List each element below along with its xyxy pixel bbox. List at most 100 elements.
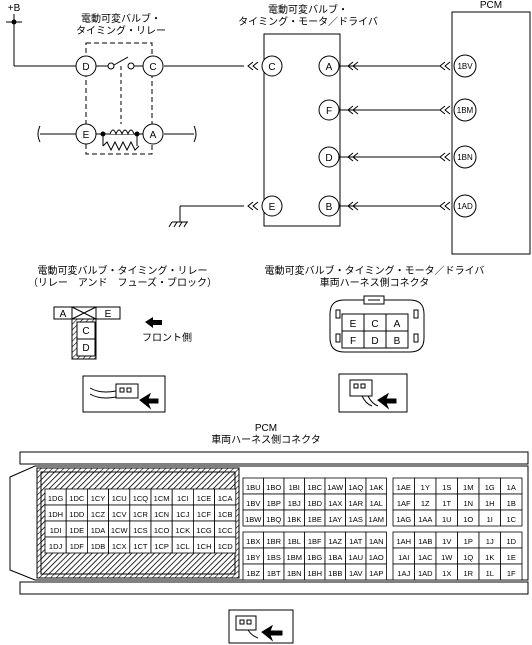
pcm-pin-label: 1V xyxy=(442,537,451,546)
pcm-pin-label: 1M xyxy=(463,483,473,492)
pcm-pin-label: 1CM xyxy=(154,494,170,503)
pcm-pin-cell xyxy=(500,563,523,581)
power-label: +B xyxy=(8,3,21,14)
pcm-pin-label: 1CU xyxy=(112,494,127,503)
relay-cell-d: D xyxy=(82,343,89,354)
pcm-pin-label: 1AL xyxy=(370,499,383,508)
pcm-pin-label: 1BF xyxy=(308,537,322,546)
pcm-pin-label: 1BG xyxy=(307,553,322,562)
pcm-pin-label: 1E xyxy=(507,553,516,562)
pcm-pin-label: 1C xyxy=(506,515,516,524)
relay-pin-d: D xyxy=(82,62,89,73)
pcm-pin-label: 1CO xyxy=(154,526,170,535)
pcm-pin-label: 1AV xyxy=(349,569,363,578)
pcm-pin-label: 1CD xyxy=(218,542,234,551)
pcm-pin-1bv: 1BV xyxy=(457,62,473,71)
pcm-pin-label: 1BS xyxy=(267,553,281,562)
pcm-pin-label: 1BA xyxy=(328,553,342,562)
relay-title: 電動可変バルブ・ タイミング・リレー xyxy=(76,14,166,37)
pcm-pin-label: 1AC xyxy=(418,553,433,562)
pcm-pin-label: 1BR xyxy=(266,537,281,546)
pcm-pin-label: 1BK xyxy=(287,515,301,524)
pcm-pin-label: 1BB xyxy=(328,569,342,578)
pcm-pin-label: 1AZ xyxy=(328,537,342,546)
pcm-pin-label: 1AI xyxy=(398,553,409,562)
pcm-pin-label: 1AY xyxy=(328,515,342,524)
pcm-pin-label: 1BC xyxy=(307,483,322,492)
pcm-pin-label: 1B xyxy=(507,499,516,508)
pcm-pin-label: 1AB xyxy=(418,537,432,546)
pcm-title: PCM xyxy=(479,0,503,11)
pcm-pin-label: 1DH xyxy=(48,510,63,519)
pcm-pin-label: 1AR xyxy=(348,499,363,508)
pcm-pin-label: 1T xyxy=(442,499,451,508)
pcm-pin-label: 1CR xyxy=(133,510,149,519)
pcm-pin-label: 1AP xyxy=(369,569,383,578)
pcm-connector-title: PCM 車両ハーネス側コネクタ xyxy=(211,423,321,446)
pcm-pin-label: 1CX xyxy=(112,542,127,551)
pcm-pin-label: 1BL xyxy=(288,537,301,546)
pcm-pin-label: 1CZ xyxy=(91,510,106,519)
pcm-pin-label: 1D xyxy=(506,537,516,546)
pcm-pin-label: 1CH xyxy=(196,542,211,551)
motor-cell-c: C xyxy=(371,319,378,330)
front-arrow-icon xyxy=(145,317,162,328)
motor-cell-d: D xyxy=(371,336,378,347)
pcm-pin-label: 1BY xyxy=(246,553,260,562)
pcm-pin-label: 1BZ xyxy=(246,569,260,578)
pcm-pin-label: 1AK xyxy=(369,483,383,492)
pcm-pin-label: 1BT xyxy=(267,569,281,578)
pcm-pin-label: 1BD xyxy=(307,499,322,508)
pcm-pin-label: 1G xyxy=(485,483,495,492)
pcm-pin-label: 1AS xyxy=(349,515,363,524)
pcm-pin-label: 1BQ xyxy=(266,515,281,524)
pcm-pin-label: 1CT xyxy=(133,542,148,551)
pcm-pin-label: 1CL xyxy=(176,542,190,551)
motor-cell-b: B xyxy=(394,336,401,347)
pcm-pin-label: 1AE xyxy=(397,483,411,492)
pcm-pin-label: 1CY xyxy=(91,494,106,503)
pcm-pin-1ad: 1AD xyxy=(457,202,473,211)
motor-pin-d: D xyxy=(325,153,332,164)
pcm-pin-label: 1CP xyxy=(154,542,169,551)
pcm-pin-label: 1AD xyxy=(418,569,433,578)
pcm-pin-label: 1CF xyxy=(197,510,212,519)
motor-connector-title: 電動可変バルブ・タイミング・モータ／ドライバ 車両ハーネス側コネクタ xyxy=(264,266,485,289)
motor-pin-b: B xyxy=(326,202,333,213)
pcm-pin-label: 1BX xyxy=(246,537,260,546)
pcm-pin-label: 1AG xyxy=(396,515,411,524)
relay-pin-c: C xyxy=(149,62,156,73)
motor-pin-a: A xyxy=(326,62,333,73)
pcm-pin-label: 1DB xyxy=(91,542,106,551)
pcm-pin-label: 1AX xyxy=(328,499,342,508)
pcm-pin-label: 1CB xyxy=(218,510,233,519)
pcm-pin-label: 1F xyxy=(507,569,516,578)
motor-pin-c: C xyxy=(268,62,275,73)
pcm-pin-cell xyxy=(365,509,387,527)
pcm-pin-label: 1A xyxy=(507,483,516,492)
pcm-pin-label: 1AA xyxy=(418,515,432,524)
pcm-pin-label: 1BU xyxy=(246,483,261,492)
pcm-pin-label: 1DA xyxy=(91,526,106,535)
pcm-pin-label: 1BO xyxy=(266,483,281,492)
pcm-pin-label: 1DG xyxy=(48,494,64,503)
pcm-pin-label: 1I xyxy=(487,515,493,524)
pcm-pin-label: 1BV xyxy=(246,499,260,508)
pcm-pin-label: 1J xyxy=(486,537,494,546)
pcm-pin-label: 1R xyxy=(463,569,473,578)
pcm-pin-label: 1BW xyxy=(245,515,262,524)
pcm-pin-label: 1CC xyxy=(218,526,234,535)
pcm-pin-1bm: 1BM xyxy=(457,106,474,115)
pcm-pin-label: 1W xyxy=(441,553,453,562)
pcm-pin-label: 1DJ xyxy=(49,542,63,551)
pcm-pin-cell xyxy=(214,536,237,554)
pcm-pin-label: 1CJ xyxy=(176,510,190,519)
pcm-pin-label: 1BJ xyxy=(288,499,301,508)
pcm-pin-label: 1DI xyxy=(50,526,62,535)
pcm-pin-label: 1AT xyxy=(349,537,363,546)
pcm-pin-label: 1L xyxy=(486,569,494,578)
pcm-pin-label: 1Q xyxy=(463,553,473,562)
pcm-pin-label: 1AF xyxy=(397,499,411,508)
relay-cell-a: A xyxy=(60,309,67,320)
